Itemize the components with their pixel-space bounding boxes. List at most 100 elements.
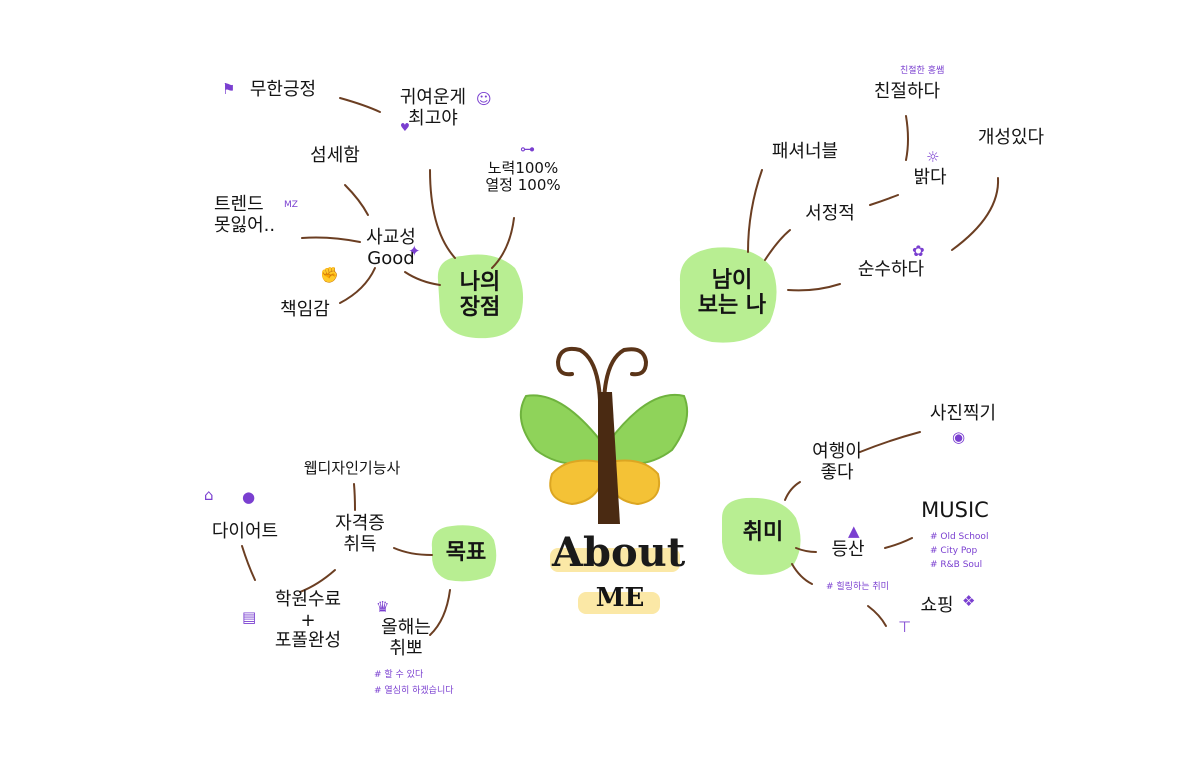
line-others-fashion xyxy=(747,169,763,253)
node-affectionate: 서정적 xyxy=(805,203,855,224)
line-positive-cute xyxy=(339,97,381,113)
node-kind-note: 친절한 홍쌤 xyxy=(900,66,945,76)
camera-icon: ◉ xyxy=(952,428,966,446)
node-job-line1: 올해는 xyxy=(381,617,431,638)
ribbon-banner-icon: ⚑ xyxy=(222,80,236,98)
node-academy: 학원수료 + 포폴완성 xyxy=(258,589,358,652)
node-hiking-note: # 힐링하는 취미 xyxy=(826,582,889,592)
flexed-arm-icon: ✊ xyxy=(320,266,339,284)
antenna-left xyxy=(555,346,602,402)
line-bright-kind xyxy=(905,115,909,161)
line-hobbies-travel xyxy=(784,481,801,501)
node-trend: 트렌드 못잃어.. xyxy=(214,194,304,236)
node-academy-line1: 학원수료 xyxy=(274,589,342,610)
hub-blob-strengths xyxy=(437,254,524,339)
node-positive: 무한긍정 xyxy=(249,79,317,100)
chick-icon: ● xyxy=(242,488,256,506)
node-sociable-line1: 사교성 xyxy=(366,227,416,248)
center-title: About xyxy=(552,529,686,576)
house-icon: ⌂ xyxy=(204,486,214,504)
line-hobbies-shopping xyxy=(791,563,813,585)
line-others-affectionate xyxy=(764,229,791,261)
line-others-pure xyxy=(787,283,841,292)
hub-strengths-line1: 나의 xyxy=(459,270,501,295)
node-music-genre-3: # R&B Soul xyxy=(930,560,983,570)
sparkle-icon: ✦ xyxy=(408,242,421,260)
hub-goals: 목표 xyxy=(445,540,487,565)
line-certificate-title xyxy=(353,483,356,511)
line-sociable-trend xyxy=(301,236,361,243)
line-pure-unique xyxy=(951,177,1000,251)
node-effort: 노력100% 열정 100% xyxy=(468,159,578,195)
butterfly-body xyxy=(598,392,620,524)
hub-blob-hobbies xyxy=(722,497,801,575)
node-certificate: 자격증 취득 xyxy=(320,513,400,555)
antenna-right xyxy=(602,347,649,402)
node-academy-line2: + xyxy=(300,609,316,631)
node-unique: 개성있다 xyxy=(977,127,1045,148)
node-fashion: 패셔너블 xyxy=(771,141,839,162)
node-music-title: MUSIC xyxy=(921,498,989,522)
title-highlight xyxy=(550,548,680,572)
butterfly-illustration xyxy=(519,346,688,524)
line-strengths-effort xyxy=(491,217,515,269)
node-cute-line1: 귀여운게 xyxy=(399,87,467,108)
line-hiking-music xyxy=(884,537,913,549)
crown-icon: ♛ xyxy=(376,598,390,616)
node-cute-line2: 최고야 xyxy=(408,107,458,129)
node-pure: 순수하다 xyxy=(857,259,925,280)
line-hobbies-hiking xyxy=(795,547,817,553)
node-academy-line3: 포폴완성 xyxy=(274,630,342,652)
subtitle-highlight xyxy=(578,592,660,614)
node-photo: 사진찍기 xyxy=(929,403,997,424)
mountain-icon: ▲ xyxy=(848,522,860,540)
sun-icon: ☼ xyxy=(926,148,940,166)
wing-upper-right xyxy=(609,394,688,466)
line-affectionate-bright xyxy=(869,194,899,206)
line-strengths-cute xyxy=(429,169,456,259)
line-strengths-sociable xyxy=(404,271,441,286)
node-certificate-line1: 자격증 xyxy=(335,513,385,534)
node-diet: 다이어트 xyxy=(211,521,279,542)
node-shopping: 쇼핑 xyxy=(920,595,954,616)
hub-others: 남이 보는 나 xyxy=(690,268,774,319)
node-trend-tag: MZ xyxy=(284,200,298,210)
node-sociable: 사교성 Good xyxy=(356,227,426,269)
node-effort-line2: 열정 100% xyxy=(485,176,561,195)
node-travel: 여행이 좋다 xyxy=(802,441,872,483)
node-hiking: 등산 xyxy=(831,539,865,560)
hub-strengths: 나의 장점 xyxy=(448,270,512,321)
dumbbell-icon: ⊶ xyxy=(520,140,535,158)
cat-face-icon: ☺ xyxy=(476,90,492,108)
heart-icon: ♥ xyxy=(400,121,410,134)
line-travel-photo xyxy=(859,431,921,453)
node-travel-line1: 여행이 xyxy=(812,441,862,462)
hub-hobbies: 취미 xyxy=(742,520,784,545)
node-trend-line2: 못잃어.. xyxy=(214,214,276,236)
hub-others-line2: 보는 나 xyxy=(697,293,767,319)
node-responsible: 책임감 xyxy=(280,299,330,320)
hub-strengths-line2: 장점 xyxy=(459,295,501,321)
center-subtitle: ME xyxy=(595,583,645,613)
branch-lines xyxy=(241,97,1000,636)
node-effort-line1: 노력100% xyxy=(487,159,559,177)
line-goals-certificate xyxy=(393,547,433,556)
node-cute: 귀여운게 최고야 xyxy=(378,87,488,129)
wing-lower-left xyxy=(549,459,601,506)
hub-blobs xyxy=(431,247,801,582)
node-travel-line2: 좋다 xyxy=(820,461,854,483)
node-certificate-line2: 취득 xyxy=(343,533,377,555)
shirt-icon: ⊤ xyxy=(898,618,912,636)
line-academy-diet xyxy=(241,545,256,581)
line-goals-job xyxy=(429,589,451,636)
gift-icon: ❖ xyxy=(962,592,976,610)
hub-others-line1: 남이 xyxy=(711,268,753,293)
node-sociable-line2: Good xyxy=(367,247,415,269)
node-trend-line1: 트렌드 xyxy=(214,194,264,215)
hub-blob-others xyxy=(679,247,777,343)
node-kind: 친절하다 xyxy=(873,81,941,102)
node-delicate: 섬세함 xyxy=(310,145,360,166)
line-sociable-delicate xyxy=(344,184,369,216)
node-bright: 밝다 xyxy=(913,167,947,188)
